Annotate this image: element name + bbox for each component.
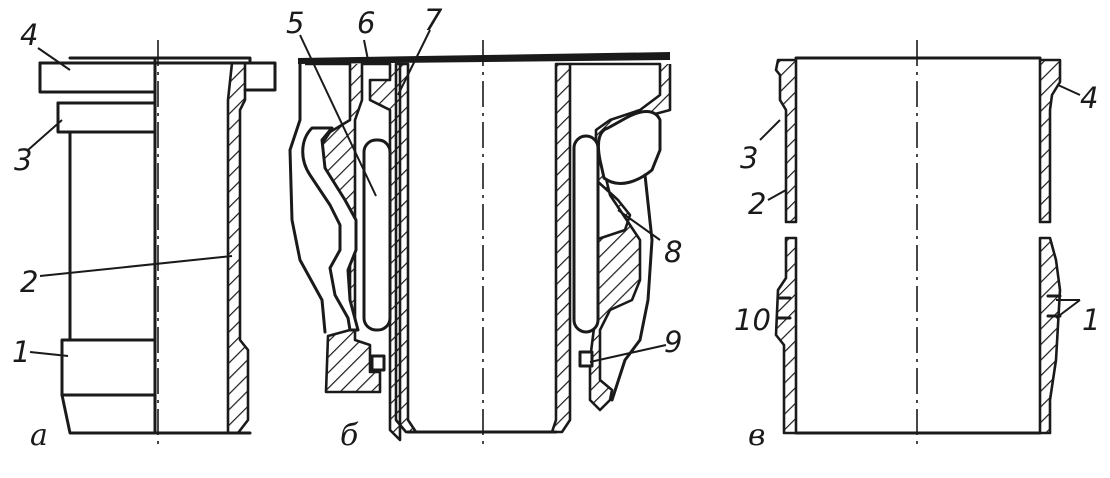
water-jacket-left <box>301 126 360 332</box>
band-3 <box>56 101 157 134</box>
panel-v: 4 3 2 10 1 в <box>734 40 1100 453</box>
liner-wall-left-upper <box>774 58 798 224</box>
label-b-8: 8 <box>664 235 682 269</box>
caption-b: б <box>340 418 359 453</box>
caption-a: а <box>30 418 48 453</box>
label-a-4: 4 <box>20 18 38 52</box>
seal-ring-left <box>370 354 386 372</box>
label-a-2: 2 <box>20 265 38 299</box>
caption-v: в <box>748 418 765 453</box>
liner-wall-right-lower <box>1038 236 1062 435</box>
groove-10 <box>776 296 792 320</box>
label-v-10: 10 <box>734 303 771 337</box>
liner-wall-left <box>394 62 418 434</box>
seal-ring-9 <box>578 350 594 368</box>
label-b-9: 9 <box>664 325 682 359</box>
label-a-3: 3 <box>14 143 32 177</box>
flange-4-outline <box>38 61 157 94</box>
label-v-1: 1 <box>1082 303 1100 337</box>
liner-wall-section <box>226 61 250 435</box>
water-jacket-left-outline <box>288 62 327 334</box>
liner-wall-right <box>550 62 572 434</box>
label-b-6: 6 <box>357 6 375 40</box>
head-gasket <box>298 52 670 64</box>
liner-wall-left-lower <box>774 236 798 435</box>
label-b-7: 7 <box>424 3 443 37</box>
band-1 <box>60 338 157 397</box>
water-jacket-right <box>596 110 662 185</box>
label-a-1: 1 <box>12 335 30 369</box>
panel-b: 5 6 7 8 9 б <box>286 3 682 453</box>
label-v-2: 2 <box>748 187 766 221</box>
label-v-4: 4 <box>1080 81 1098 115</box>
liner-wall-right-upper <box>1038 58 1062 224</box>
panel-a: 4 3 2 1 а <box>12 18 277 453</box>
label-v-3: 3 <box>740 141 758 175</box>
label-b-5: 5 <box>286 6 304 40</box>
water-cavity-5 <box>362 138 392 332</box>
water-cavity-right <box>572 134 600 334</box>
